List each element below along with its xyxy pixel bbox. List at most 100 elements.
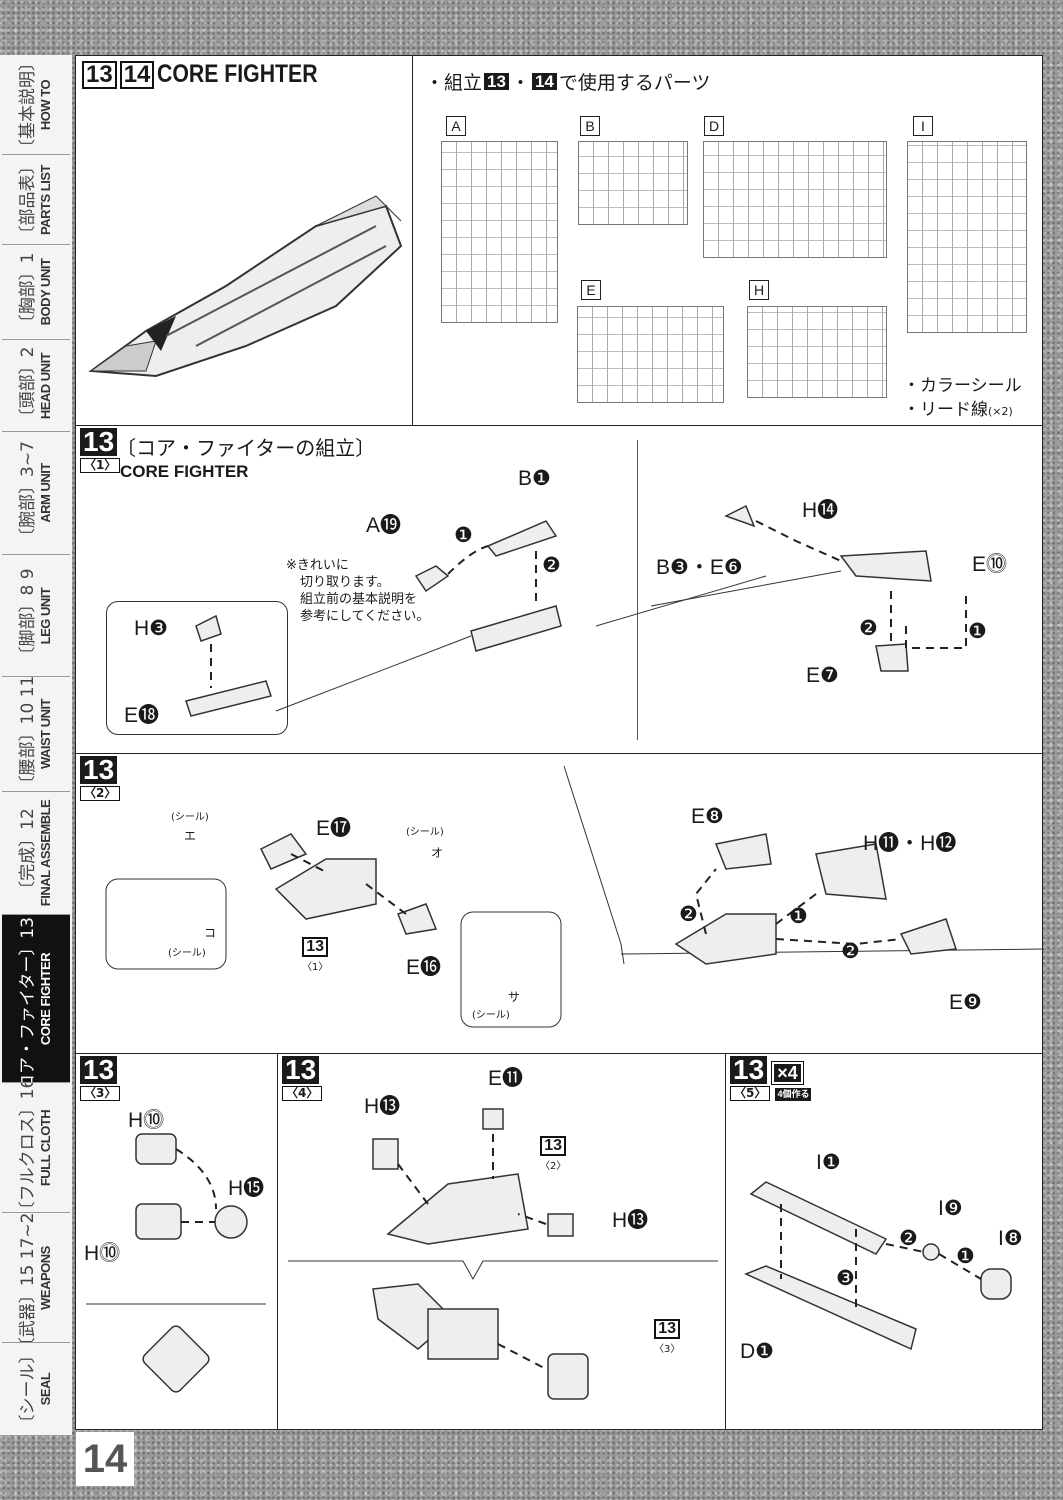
step-badge: 13 [484, 73, 509, 90]
tab-label-jp: 〔コア・ファイター〕13 14 [17, 915, 38, 1083]
tab-label-jp: 〔フルクロス〕16 [17, 1083, 38, 1213]
part-label: I❾ [938, 1197, 963, 1220]
part-label: E⓰ [406, 956, 442, 979]
seal-caption: (シール) [472, 1010, 510, 1021]
step-number: 14 [119, 60, 155, 89]
tab-label-en: WEAPONS [37, 1245, 53, 1310]
note-line: 切り取ります。 [300, 574, 390, 590]
part-label: E❾ [949, 991, 982, 1014]
seal-mark: オ [431, 846, 444, 860]
step-title-jp: 〔コア・ファイターの組立〕 [116, 436, 376, 460]
ref-step-13-3: 13 〈3〉 [654, 1319, 680, 1355]
color-seal-note: ・カラーシール [903, 376, 1022, 396]
runner-label: D [704, 116, 724, 136]
tab-label-en: LEG UNIT [37, 587, 53, 644]
runner-label: E [581, 280, 601, 300]
step-13-3-panel: 13 〈3〉 H⓾ H⓯ H⓾ [75, 1053, 278, 1430]
header-panel: 13 14 CORE FIGHTER [75, 55, 413, 426]
part-label: H❸ [134, 617, 168, 640]
order-marker: ❷ [899, 1227, 918, 1250]
quantity-badge: ×4 [771, 1061, 804, 1085]
lead-wire-text: ・リード線 [903, 400, 988, 420]
part-label: H⓭ [612, 1209, 649, 1232]
runner-label: I [913, 116, 933, 136]
title-text: CORE FIGHTER [157, 60, 318, 88]
page-title: 13 14 CORE FIGHTER [82, 60, 346, 89]
tab-label-jp: 〔脚部〕8 9 [17, 567, 38, 664]
ref-substep: 〈1〉 [302, 962, 329, 973]
part-label: I❽ [998, 1227, 1023, 1250]
seal-mark: コ [204, 926, 217, 940]
part-label: H⓭ [364, 1095, 401, 1118]
detail-inset [106, 601, 288, 735]
step-13-2-diagram [105, 765, 1044, 1028]
substep-label: 〈1〉 [80, 458, 121, 474]
step-header: 13 ×4 〈5〉 4個作る [730, 1056, 812, 1102]
heading-text: ・組立 [425, 72, 483, 94]
step-13-4-diagram [288, 1108, 718, 1400]
tab-label-jp: 〔基本説明〕 [17, 55, 38, 155]
tab-parts-list[interactable]: 〔部品表〕PARTS LIST [2, 155, 70, 245]
order-marker: ❶ [454, 524, 473, 547]
tab-seal[interactable]: 〔シール〕SEAL [2, 1343, 70, 1435]
order-marker: ❶ [968, 620, 987, 643]
ref-substep: 〈3〉 [654, 1344, 681, 1355]
note-line: 参考にしてください。 [300, 608, 430, 624]
part-label: H⓾ [128, 1109, 165, 1132]
ref-step-number: 13 [540, 1136, 567, 1156]
runner-i [907, 141, 1027, 333]
runner-a [441, 141, 558, 323]
order-marker: ❷ [679, 903, 698, 926]
part-label: E⓱ [316, 817, 352, 840]
ref-step-13-1: 13 〈1〉 [302, 937, 328, 973]
part-label: H⓮ [802, 499, 839, 522]
tab-label-jp: 〔武器〕15 17~21 [17, 1213, 38, 1343]
note-line: ※きれいに [286, 558, 349, 573]
substep-label: 〈2〉 [80, 786, 121, 802]
ref-step-13-2: 13 〈2〉 [540, 1136, 566, 1172]
core-fighter-illustration [88, 195, 403, 378]
seal-caption: (シール) [168, 948, 206, 959]
tab-how-to[interactable]: 〔基本説明〕HOW TO [2, 55, 70, 155]
divider [637, 440, 638, 740]
lead-wire-note: ・リード線(×2) [903, 395, 1013, 420]
step-13-4-panel: 13 〈4〉 E⓫ H⓭ H⓭ 13 〈2〉 13 〈3〉 [277, 1053, 726, 1430]
part-label: B❸・E❻ [656, 556, 743, 579]
tab-label-en: FULL CLOTH [37, 1109, 53, 1186]
step-13-2-panel: 13 〈2〉 (シール) エ (シール) オ コ (シール) サ (シール) E… [75, 753, 1044, 1054]
seal-mark: エ [184, 829, 197, 843]
step-number: 13 [82, 60, 117, 89]
runner-d [703, 141, 887, 258]
heading-text: で使用するパーツ [558, 72, 711, 94]
tab-label-jp: 〔部品表〕 [17, 157, 38, 242]
tab-label-jp: 〔シール〕 [17, 1346, 38, 1432]
seal-caption: (シール) [171, 812, 209, 823]
step-badge: 13 [80, 1056, 118, 1084]
tab-label-en: FINAL ASSEMBLE [37, 799, 53, 907]
part-label: D❶ [740, 1340, 774, 1363]
step-badge: 13 [80, 756, 118, 784]
step-title-en: CORE FIGHTER [120, 462, 249, 481]
part-label: H⓫・H⓬ [863, 832, 957, 855]
step-13-3-diagram [86, 1133, 266, 1393]
step-header: 13 〈3〉 [80, 1056, 121, 1102]
step-badge: 13 [730, 1056, 768, 1084]
tab-label-jp: 〔腕部〕3~7 [17, 441, 38, 545]
step-13-5-diagram [744, 1181, 1012, 1351]
step-badge: 13 [80, 428, 118, 456]
part-label: A⓳ [366, 514, 402, 537]
runner-label: H [749, 280, 769, 300]
make-count-note: 4個作る [775, 1088, 812, 1101]
tab-label-en: HEAD UNIT [37, 352, 53, 419]
order-marker: ❷ [859, 617, 878, 640]
step-header: 13 〈1〉 [80, 428, 121, 474]
